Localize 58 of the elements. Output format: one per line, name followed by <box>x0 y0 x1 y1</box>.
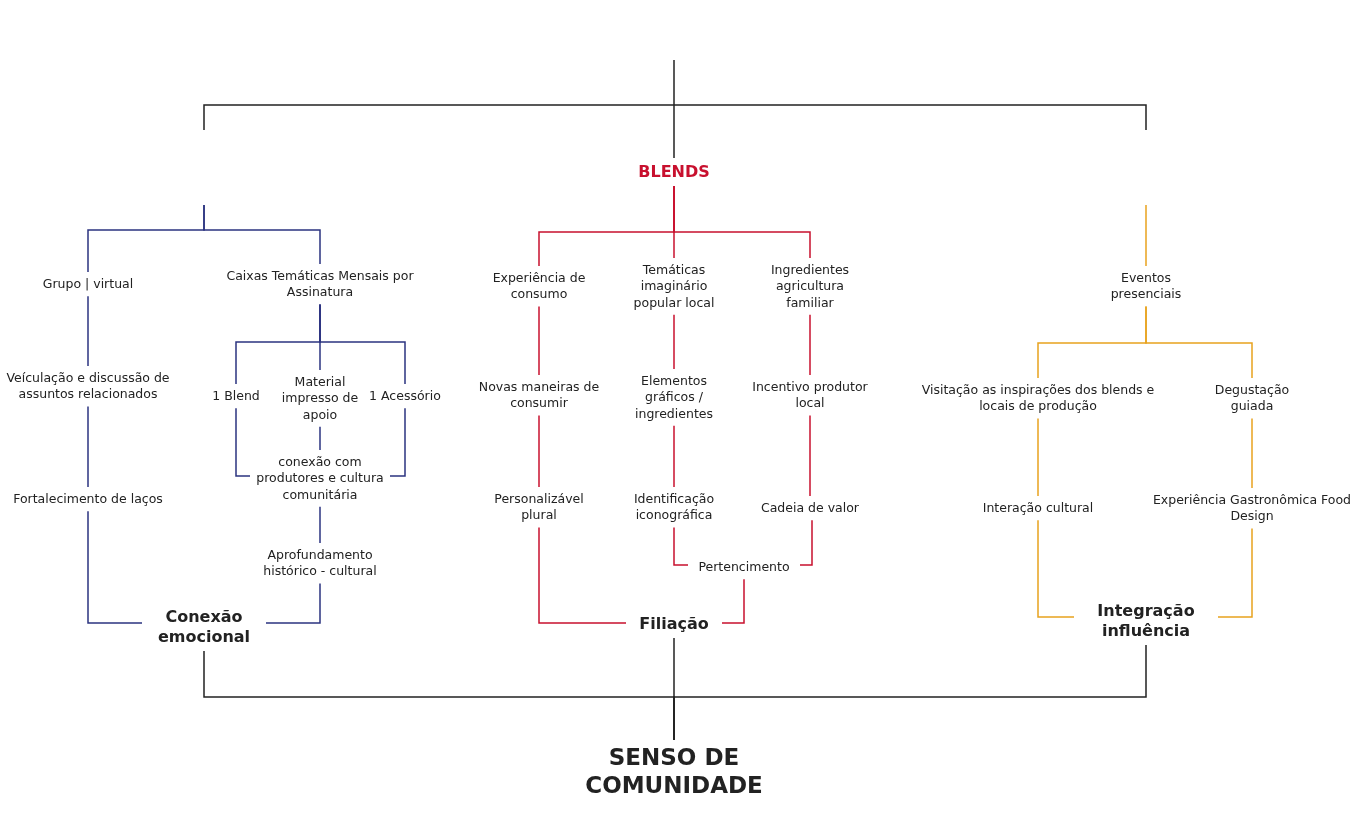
connector-line <box>1251 417 1253 489</box>
connector-line <box>389 407 406 477</box>
connector-line <box>1037 519 1075 618</box>
connector-line <box>673 314 675 370</box>
node-text: conexão com produtores e cultura comunitária <box>255 454 385 503</box>
node-text: Grupo | virtual <box>41 276 135 293</box>
connector-line <box>809 414 811 497</box>
node-text: Experiência Gastronômica Food Design <box>1151 492 1353 525</box>
connector-line <box>538 305 540 376</box>
node-text: Caixas Temáticas Mensais por Assinatura <box>225 268 415 301</box>
conclusion-title: SENSO DE COMUNIDADE <box>584 744 764 800</box>
connector-line <box>203 204 321 265</box>
connector-line <box>87 405 89 488</box>
node-text: Elementos gráficos / ingredientes <box>634 373 714 422</box>
connector-line <box>87 510 143 624</box>
node-text: Veículação e discussão de assuntos relacionados <box>5 370 171 403</box>
connector-line <box>538 526 627 624</box>
connector-line <box>673 644 1147 741</box>
connector-line <box>235 407 251 477</box>
heading-text: Integração influência <box>1096 601 1196 641</box>
connector-line <box>721 578 745 624</box>
connector-line <box>673 526 689 566</box>
node-text: 1 Acessório <box>368 388 442 405</box>
connector-line <box>538 414 540 488</box>
connector-line <box>799 519 813 566</box>
connector-line <box>1145 305 1253 379</box>
node-text: Experiência de consumo <box>491 270 587 303</box>
heading-text: BLENDS <box>637 162 711 182</box>
node-text: Identificação iconográfica <box>632 491 716 524</box>
connector-line <box>673 185 811 259</box>
node-text: Personalizável plural <box>493 491 585 524</box>
connector-line <box>809 314 811 376</box>
node-text: Degustação guiada <box>1213 382 1291 415</box>
connector-line <box>319 506 321 544</box>
connector-line <box>673 59 675 159</box>
node-text: Pertencimento <box>697 559 791 576</box>
connector-line <box>87 295 89 367</box>
connector-line <box>319 426 321 451</box>
connector-line <box>265 582 321 624</box>
connector-line <box>673 425 675 488</box>
node-text: Fortalecimento de laços <box>13 491 163 508</box>
connector-line <box>1037 417 1039 497</box>
node-text: Temáticas imaginário popular local <box>632 262 716 311</box>
node-text: Eventos presenciais <box>1109 270 1183 303</box>
connector-line <box>1217 527 1253 618</box>
node-text: Cadeia de valor <box>759 500 860 517</box>
node-text: Aprofundamento histórico - cultural <box>262 547 378 580</box>
heading-text: Conexão emocional <box>156 607 252 647</box>
node-text: 1 Blend <box>211 388 261 405</box>
connector-line <box>1145 204 1147 267</box>
node-text: Material impresso de apoio <box>280 374 360 423</box>
node-text: Visitação as inspirações dos blends e locais de produção <box>920 382 1156 415</box>
node-text: Interação cultural <box>981 500 1095 517</box>
connector-line <box>319 303 406 385</box>
node-text: Ingredientes agricultura familiar <box>769 262 851 311</box>
node-text: Novas maneiras de consumir <box>477 379 601 412</box>
heading-text: Filiação <box>638 614 710 634</box>
node-text: Incentivo produtor local <box>751 379 869 412</box>
